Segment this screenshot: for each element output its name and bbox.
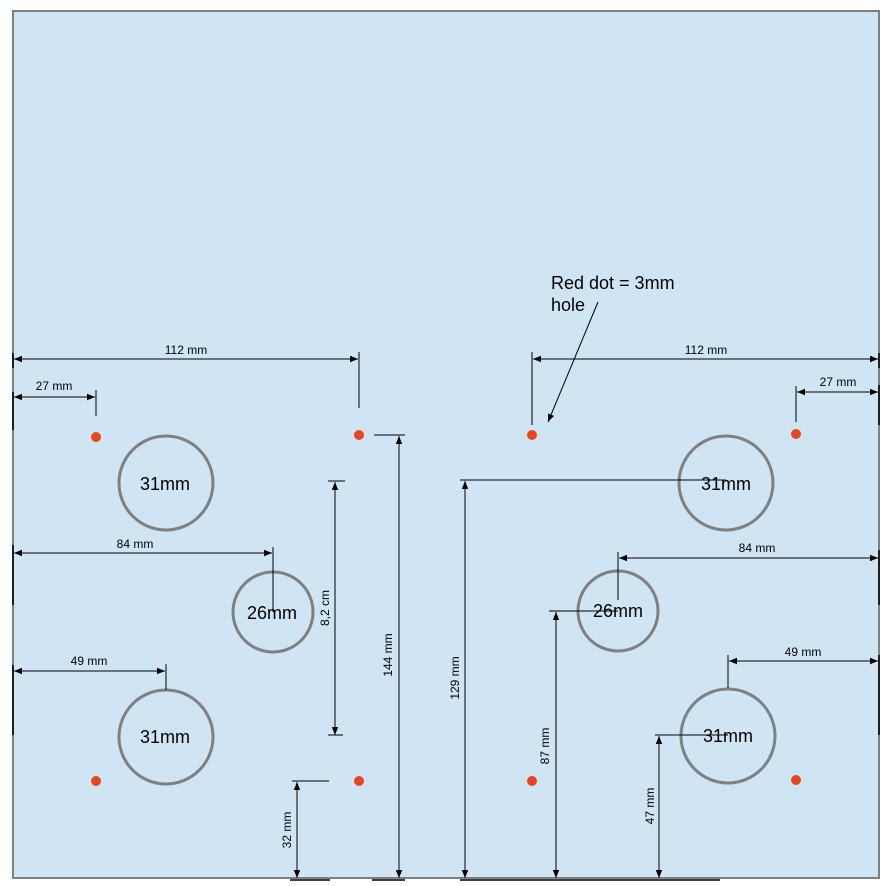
red-dot bbox=[791, 775, 801, 785]
dim-label-left-49: 49 mm bbox=[71, 654, 108, 668]
hole-label-right-top: 31mm bbox=[701, 474, 751, 494]
hole-label-left-bottom: 31mm bbox=[140, 727, 190, 747]
dim-label-left-84: 84 mm bbox=[117, 537, 154, 551]
dim-label-right-27: 27 mm bbox=[820, 375, 857, 389]
panel-outline bbox=[12, 10, 880, 879]
dim-label-right-84: 84 mm bbox=[739, 541, 776, 555]
hole-right-bottom bbox=[679, 687, 777, 785]
red-dot bbox=[791, 429, 801, 439]
hole-right-top bbox=[677, 434, 775, 532]
red-dot bbox=[527, 776, 537, 786]
note-line-1: Red dot = 3mm bbox=[551, 273, 675, 293]
dim-label-right-129: 129 mm bbox=[448, 656, 462, 699]
red-dot bbox=[91, 432, 101, 442]
note-arrow bbox=[547, 301, 599, 423]
hole-left-top bbox=[117, 434, 215, 532]
red-dot bbox=[354, 776, 364, 786]
dim-label-left-82cm: 8,2 cm bbox=[318, 590, 332, 626]
dim-label-left-32: 32 mm bbox=[280, 812, 294, 849]
dim-label-right-87: 87 mm bbox=[538, 728, 552, 765]
right-dimension-lines bbox=[460, 352, 878, 878]
hole-label-left-mid: 26mm bbox=[247, 603, 297, 623]
red-dot bbox=[91, 776, 101, 786]
note-line-2: hole bbox=[551, 295, 585, 315]
dim-label-left-27: 27 mm bbox=[36, 379, 73, 393]
hole-label-left-top: 31mm bbox=[140, 474, 190, 494]
red-dots bbox=[91, 429, 801, 786]
left-dimension-lines bbox=[14, 352, 405, 878]
dim-label-left-144: 144 mm bbox=[381, 633, 395, 676]
dim-label-right-49: 49 mm bbox=[785, 645, 822, 659]
dim-label-right-112: 112 mm bbox=[685, 343, 727, 357]
hole-label-right-bottom: 31mm bbox=[703, 726, 753, 746]
red-dot bbox=[354, 430, 364, 440]
dim-label-right-47: 47 mm bbox=[643, 788, 657, 825]
edge-ticks bbox=[12, 353, 880, 881]
dim-label-left-112: 112 mm bbox=[165, 343, 207, 357]
hole-label-right-mid: 26mm bbox=[593, 601, 643, 621]
red-dot bbox=[527, 430, 537, 440]
